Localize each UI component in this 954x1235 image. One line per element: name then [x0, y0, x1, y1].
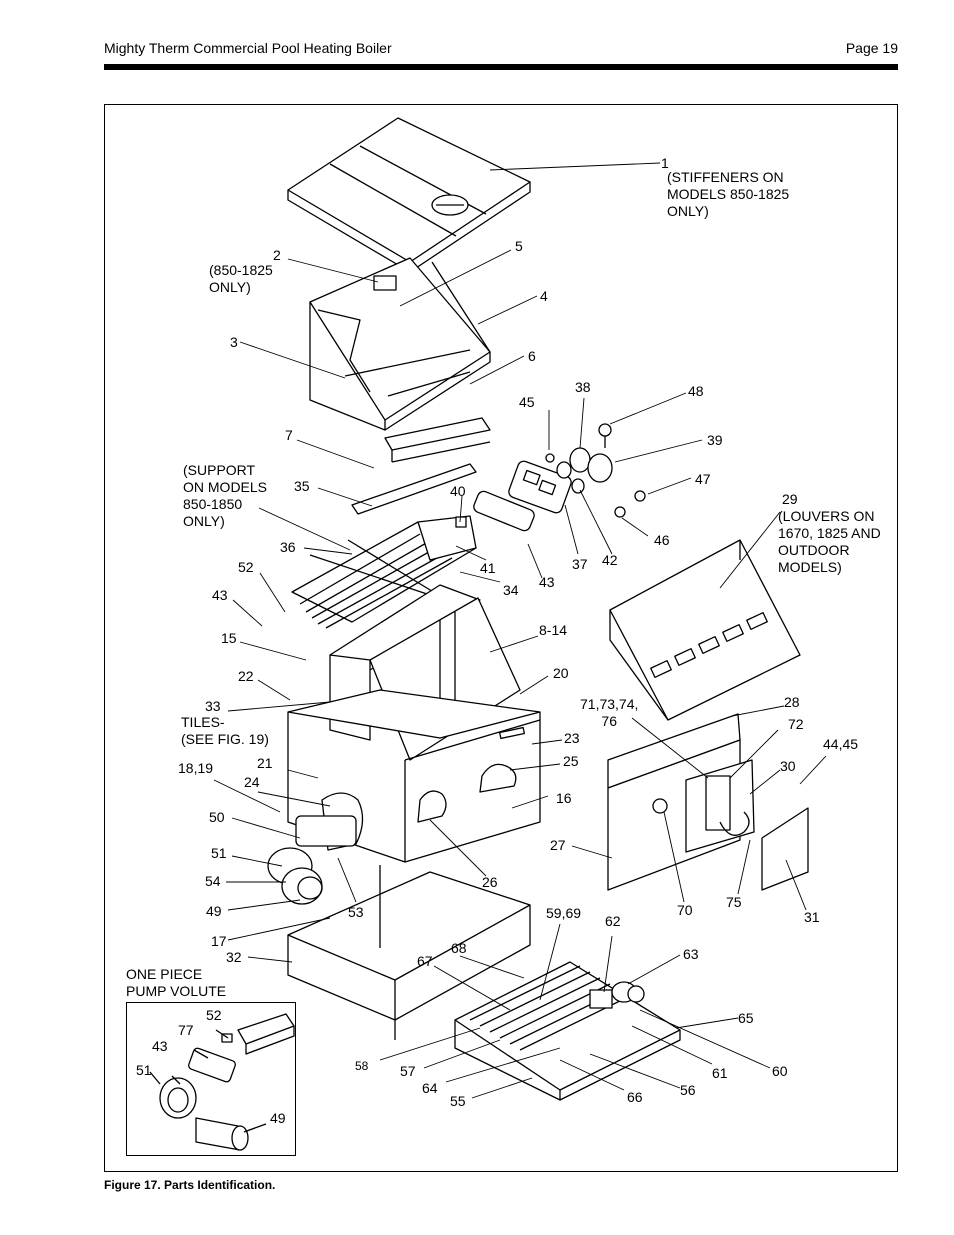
callout-33: 33 [205, 698, 221, 714]
callout-2: 2 [273, 247, 281, 263]
callout-45: 45 [519, 394, 535, 410]
page-number: Page 19 [845, 40, 898, 56]
leader-lines [213, 162, 827, 1099]
tiles-note: TILES- (SEE FIG. 19) [181, 714, 269, 747]
callout-52-inset: 52 [206, 1007, 222, 1023]
callout-41: 41 [480, 560, 496, 576]
callout-67: 67 [417, 953, 433, 969]
callout-38: 38 [575, 379, 591, 395]
callout-29-note: (LOUVERS ON 1670, 1825 AND OUTDOOR MODEL… [778, 508, 881, 575]
callout-31: 31 [804, 909, 820, 925]
callout-48: 48 [688, 383, 704, 399]
inset-pump-volute-frame [126, 1002, 296, 1156]
callout-23: 23 [564, 730, 580, 746]
callout-71-73-74-76: 71,73,74, 76 [580, 696, 639, 729]
callout-7: 7 [285, 427, 293, 443]
callout-52: 52 [238, 559, 254, 575]
callout-37: 37 [572, 556, 588, 572]
callout-42: 42 [602, 552, 618, 568]
callout-36: 36 [280, 539, 296, 555]
callout-1-note: (STIFFENERS ON MODELS 850-1825 ONLY) [667, 169, 790, 219]
callout-72: 72 [788, 716, 804, 732]
manifold-parts-drawing [473, 423, 646, 532]
callout-26: 26 [482, 874, 498, 890]
callout-35: 35 [294, 478, 310, 494]
callout-28: 28 [784, 694, 800, 710]
callout-4: 4 [540, 288, 548, 304]
callout-30: 30 [780, 758, 796, 774]
support-note: (SUPPORT ON MODELS 850-1850 ONLY) [183, 462, 268, 529]
callout-49: 49 [206, 903, 222, 919]
burner-tray-drawing [454, 961, 681, 1101]
callout-2-note: (850-1825 ONLY) [209, 262, 273, 295]
callout-55: 55 [450, 1093, 466, 1109]
callout-18-19: 18,19 [178, 760, 214, 776]
callout-6: 6 [528, 348, 536, 364]
callout-70: 70 [677, 902, 693, 918]
volute-note: ONE PIECE PUMP VOLUTE [126, 966, 227, 999]
callout-15: 15 [221, 630, 237, 646]
callout-61: 61 [712, 1065, 728, 1081]
callout-63: 63 [683, 946, 699, 962]
callout-58: 58 [355, 1059, 369, 1073]
callout-51: 51 [211, 845, 227, 861]
callout-16: 16 [556, 790, 572, 806]
callout-17: 17 [211, 933, 227, 949]
callout-29: 29 [782, 491, 798, 507]
callout-34: 34 [503, 582, 519, 598]
callout-66: 66 [627, 1089, 643, 1105]
inset-volute-drawing [149, 1013, 295, 1151]
control-panel-drawing [607, 713, 809, 891]
callout-50: 50 [209, 809, 225, 825]
callout-24: 24 [244, 774, 260, 790]
callout-64: 64 [422, 1080, 438, 1096]
callout-60: 60 [772, 1063, 788, 1079]
callout-46: 46 [654, 532, 670, 548]
callout-75: 75 [726, 894, 742, 910]
callout-57: 57 [400, 1063, 416, 1079]
callout-56: 56 [680, 1082, 696, 1098]
callout-8-14: 8-14 [539, 622, 568, 638]
callout-62: 62 [605, 913, 621, 929]
callout-32: 32 [226, 949, 242, 965]
callout-65: 65 [738, 1010, 754, 1026]
callout-51-inset: 51 [136, 1062, 152, 1078]
callout-77: 77 [178, 1022, 194, 1038]
callout-25: 25 [563, 753, 579, 769]
callout-68: 68 [451, 940, 467, 956]
upper-housing-drawing [309, 257, 491, 431]
callout-47: 47 [695, 471, 711, 487]
jacket-drawing [287, 689, 541, 863]
callout-5: 5 [515, 238, 523, 254]
callout-59-69: 59,69 [546, 905, 582, 921]
document-title: Mighty Therm Commercial Pool Heating Boi… [104, 40, 392, 56]
figure-caption: Figure 17. Parts Identification. [104, 1178, 276, 1192]
callout-54: 54 [205, 873, 221, 889]
callout-39: 39 [707, 432, 723, 448]
callout-22: 22 [238, 668, 254, 684]
callout-3: 3 [230, 334, 238, 350]
header-rule [104, 64, 898, 70]
callout-1: 1 [661, 155, 669, 171]
heat-exchanger-drawing [291, 515, 477, 629]
callout-43-b: 43 [212, 587, 228, 603]
pump-drawing [267, 847, 323, 905]
callout-43-a: 43 [539, 574, 555, 590]
callout-49-inset: 49 [270, 1110, 286, 1126]
base-frame-drawing [287, 865, 531, 1040]
figure-frame [104, 104, 898, 1172]
shelf-drawing [351, 417, 491, 515]
callout-27: 27 [550, 837, 566, 853]
callout-44-45: 44,45 [823, 736, 859, 752]
callout-43-inset: 43 [152, 1038, 168, 1054]
callout-40: 40 [450, 483, 466, 499]
callout-53: 53 [348, 904, 364, 920]
louvered-panel-drawing [609, 539, 801, 721]
callout-21: 21 [257, 755, 273, 771]
callout-20: 20 [553, 665, 569, 681]
top-panel-drawing [287, 117, 531, 273]
